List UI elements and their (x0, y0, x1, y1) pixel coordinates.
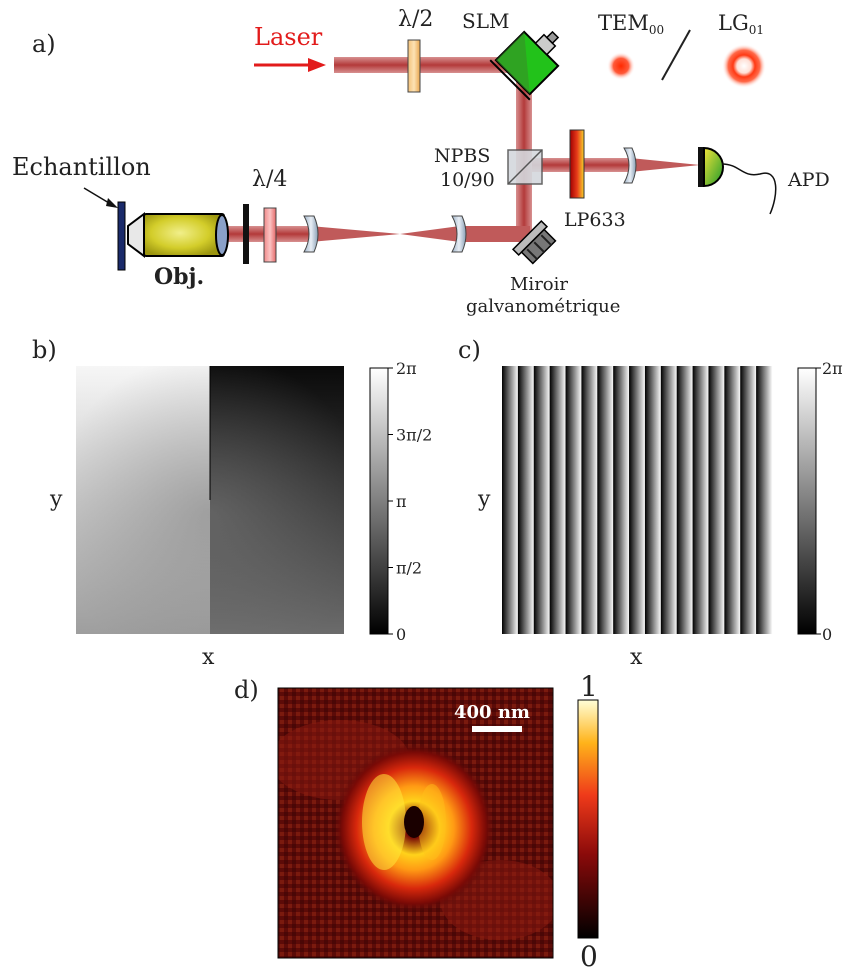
lp-filter-icon (569, 129, 585, 199)
grating-stripe (740, 366, 757, 634)
aperture-icon (243, 204, 249, 264)
tem-mode-label: TEM00 (598, 11, 664, 37)
quarter-wave-label: λ/4 (252, 167, 287, 192)
quarter-wave-plate-icon (263, 207, 277, 263)
scalebar-icon (472, 726, 522, 732)
panel-b-colorbar-tick-label: 3π/2 (396, 426, 432, 445)
lens-1-icon (303, 215, 319, 253)
panel-c-colorbar-ticks: 2π 0 (816, 359, 843, 644)
grating-stripe (756, 366, 773, 634)
sample-pointer-arrow (83, 187, 118, 208)
grating-stripe (502, 366, 519, 634)
panel-c-colorbar-tick-label: 0 (822, 625, 832, 644)
apd-detector-icon (698, 146, 777, 215)
panel-c-ylabel: y (477, 487, 491, 512)
grating-stripe (708, 366, 725, 634)
panel-d-colorbar (577, 699, 599, 939)
panel-a-label: a) (32, 30, 56, 58)
grating-stripe (549, 366, 566, 634)
panel-b-colorbar (369, 367, 389, 635)
grating-stripe (629, 366, 646, 634)
npbs-ratio-label: 10/90 (440, 169, 495, 191)
grating-stripe (644, 366, 662, 634)
spiral-phase-map (76, 366, 344, 634)
half-wave-plate-icon (407, 39, 421, 93)
panel-c-colorbar (797, 367, 817, 635)
objective-icon (127, 212, 229, 258)
panel-c-label: c) (458, 336, 481, 364)
panel-d-colorbar-max: 1 (580, 670, 598, 703)
lens-apd-icon (623, 147, 637, 184)
panel-d-label: d) (234, 676, 259, 704)
grating-stripe (533, 366, 551, 634)
galvo-label-line1: Miroir (510, 274, 568, 295)
panel-b-colorbar-tick-label: π/2 (396, 559, 422, 578)
panel-b-colorbar-tick-label: 0 (396, 625, 406, 644)
npbs-label: NPBS (434, 145, 490, 167)
grating-stripe (692, 366, 709, 634)
scalebar-label: 400 nm (454, 702, 530, 723)
apd-label: APD (787, 169, 830, 191)
panel-d-colorbar-min: 0 (580, 940, 598, 969)
lp-filter-label: LP633 (564, 209, 626, 231)
donut-intensity-map (278, 688, 553, 958)
grating-stripe (613, 366, 630, 634)
slm-label: SLM (462, 9, 509, 33)
panel-b-colorbar-tick-label: π (396, 492, 407, 511)
sample-slide-icon (117, 201, 126, 271)
beam-laser-to-slm (334, 57, 524, 73)
panel-c-colorbar-tick-label: 2π (822, 359, 843, 378)
beam-focus-left (310, 226, 400, 242)
beam-splitter-icon (507, 149, 543, 185)
tem-spot-icon (607, 52, 635, 80)
panel-b-colorbar-tick-label: 2π (396, 359, 417, 378)
half-wave-label: λ/2 (398, 7, 433, 32)
panel-b-label: b) (32, 336, 57, 364)
slm-icon (489, 30, 560, 101)
laser-label: Laser (254, 23, 323, 51)
mode-separator (661, 29, 691, 81)
sample-label: Echantillon (12, 153, 151, 181)
grating-stripe (676, 366, 693, 634)
panel-c-xlabel: x (630, 645, 643, 670)
grating-stripe (597, 366, 614, 634)
lens-2-icon (451, 215, 467, 253)
grating-phase-map (502, 366, 773, 634)
galvo-label-line2: galvanométrique (466, 296, 620, 317)
lg-mode-label: LG01 (718, 11, 764, 37)
grating-stripe (660, 366, 678, 634)
galvo-mirror-icon (511, 219, 557, 265)
grating-stripe (581, 366, 598, 634)
panel-b-colorbar-ticks: 2π 3π/2 π π/2 0 (388, 359, 432, 644)
beam-to-apd (630, 158, 700, 172)
panel-b-ylabel: y (49, 487, 63, 512)
panel-b-xlabel: x (202, 645, 215, 670)
grating-stripe (565, 366, 582, 634)
lg-ring-icon (722, 44, 766, 88)
objective-label: Obj. (154, 264, 204, 290)
grating-stripe (724, 366, 741, 634)
grating-stripe (517, 366, 535, 634)
laser-arrow-icon (254, 58, 326, 72)
donut-map-frame (277, 687, 554, 959)
